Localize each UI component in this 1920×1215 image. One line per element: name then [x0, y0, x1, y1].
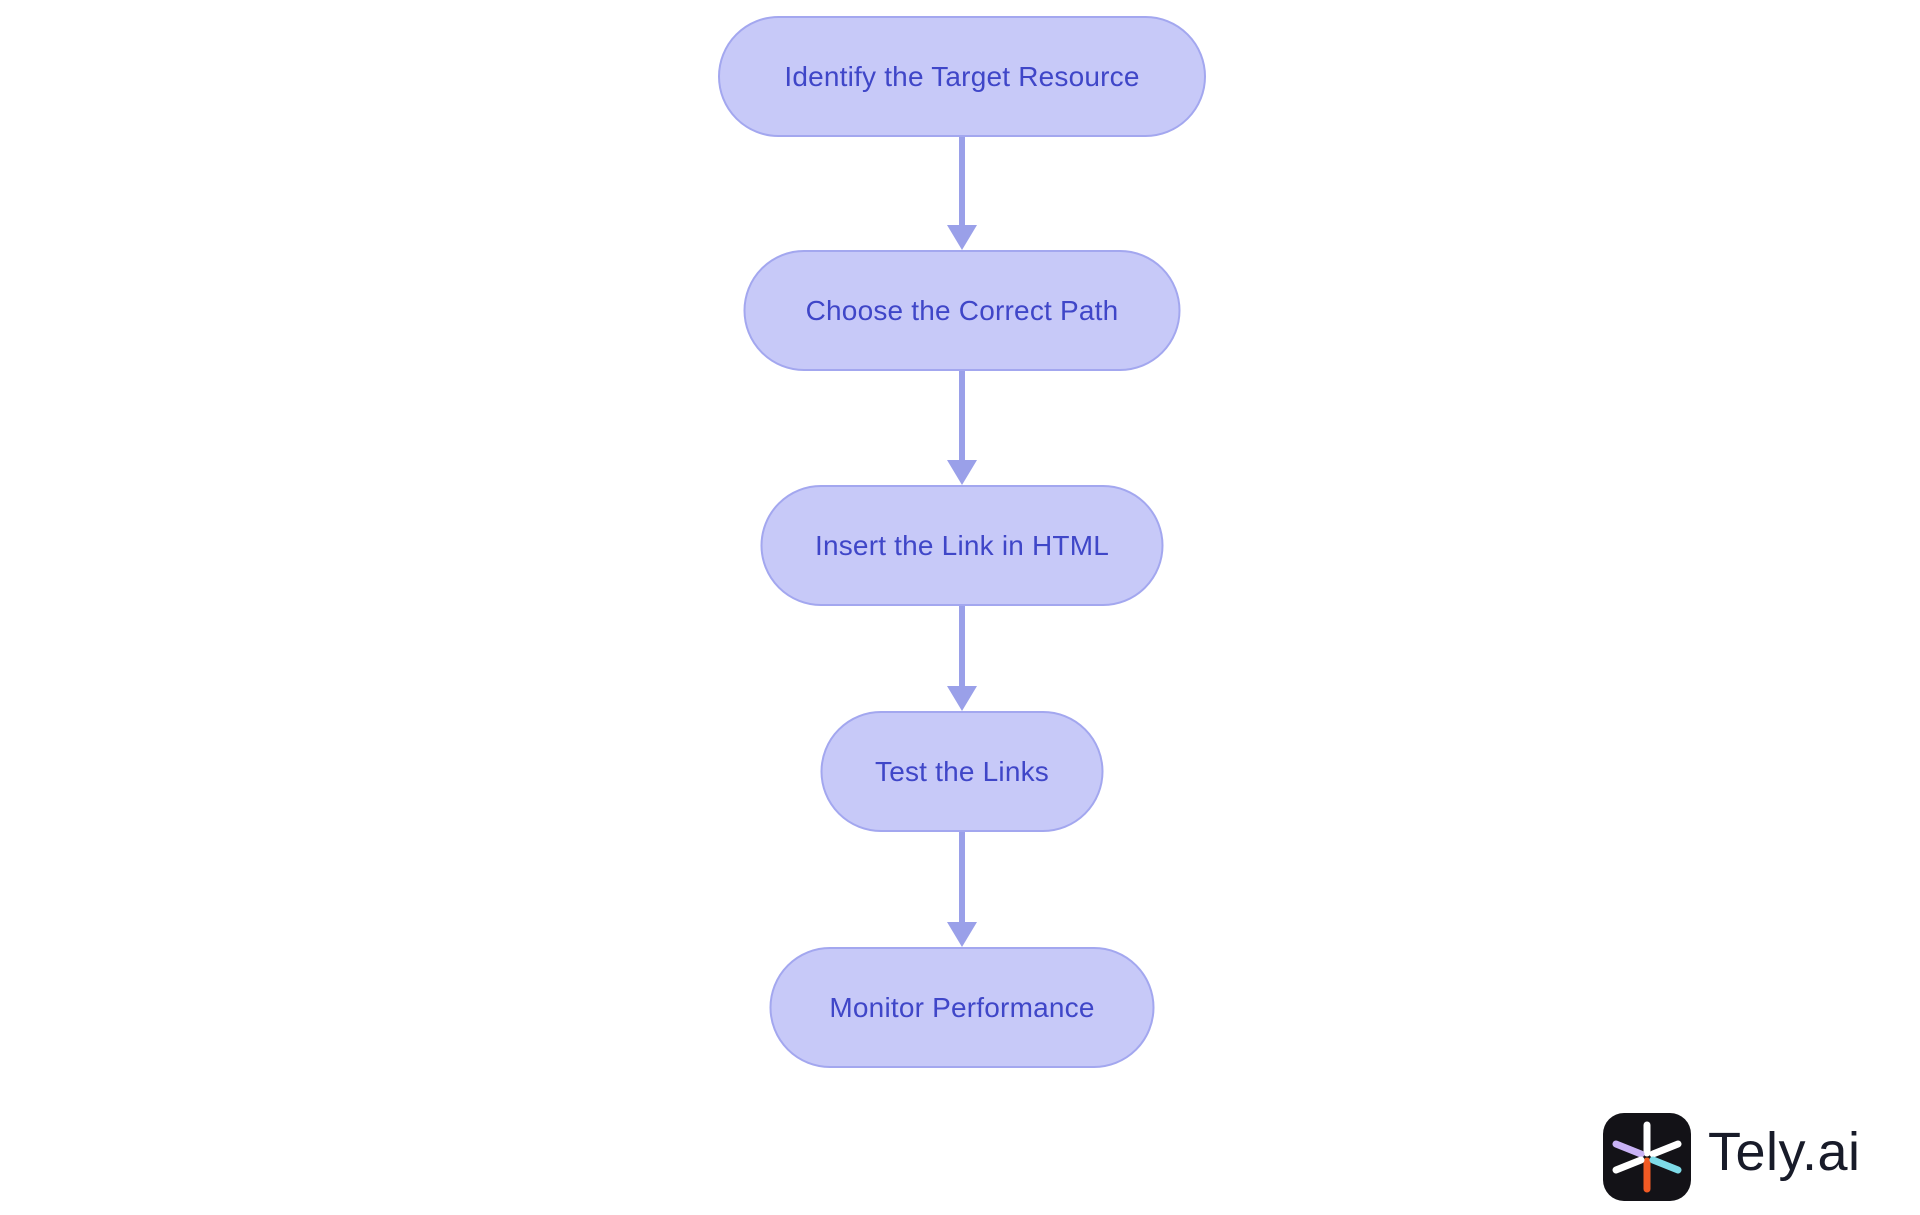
arrow-down-connector	[959, 371, 965, 460]
flow-node-identify-target-resource: Identify the Target Resource	[718, 16, 1206, 137]
flow-node-label: Choose the Correct Path	[805, 294, 1119, 326]
spoke-upper-right	[1649, 1140, 1682, 1158]
icon-background	[1603, 1113, 1691, 1201]
tely-asterisk-icon	[1603, 1113, 1691, 1201]
flow-node-label: Monitor Performance	[829, 991, 1095, 1023]
tely-ai-logo: Tely.ai	[1603, 1113, 1861, 1201]
logo-wordmark: Tely.ai	[1708, 1122, 1861, 1182]
arrow-down-connector	[959, 137, 965, 225]
flow-node-test-links: Test the Links	[820, 711, 1104, 832]
arrow-down-connector	[959, 606, 965, 686]
arrow-down-connector	[959, 832, 965, 922]
flow-node-label: Test the Links	[875, 755, 1049, 787]
spoke-lower-right	[1649, 1156, 1682, 1174]
spoke-upper-left	[1612, 1140, 1645, 1158]
flow-node-choose-correct-path: Choose the Correct Path	[743, 250, 1181, 371]
spoke-lower-left	[1612, 1156, 1645, 1174]
flow-node-label: Identify the Target Resource	[784, 60, 1140, 92]
flow-node-insert-link-html: Insert the Link in HTML	[760, 485, 1164, 606]
flow-node-monitor-performance: Monitor Performance	[769, 947, 1155, 1068]
flow-node-label: Insert the Link in HTML	[814, 529, 1110, 561]
